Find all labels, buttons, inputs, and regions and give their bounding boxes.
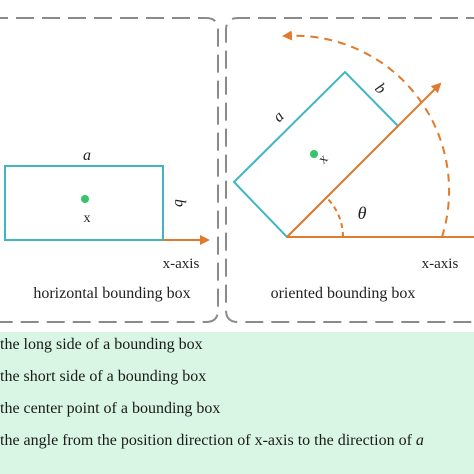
oriented-short-side-label: b — [371, 80, 389, 98]
horizontal-box — [4, 165, 164, 241]
bounding-box-diagram: x a b x-axis horizontal bounding box x a… — [0, 17, 474, 323]
legend-panel: the long side of a bounding box the shor… — [0, 332, 474, 474]
oriented-direction-arrow — [286, 82, 442, 238]
theta-label: θ — [358, 203, 367, 223]
oriented-center-label: x — [316, 152, 332, 168]
legend-item-long-side: the long side of a bounding box — [0, 336, 203, 353]
oriented-long-side-label: a — [270, 108, 288, 126]
oriented-x-axis-label: x-axis — [422, 256, 459, 272]
legend-item-center-point: the center point of a bounding box — [0, 400, 221, 417]
oriented-center-point — [310, 150, 318, 158]
horizontal-x-axis-label: x-axis — [163, 256, 200, 272]
horizontal-short-side-label: b — [171, 199, 188, 207]
legend-item-angle-symbol: a — [415, 432, 424, 449]
legend-item-short-side: the short side of a bounding box — [0, 368, 207, 385]
legend-item-angle-text: the angle from the position direction of… — [0, 432, 416, 449]
horizontal-caption: horizontal bounding box — [33, 285, 190, 302]
horizontal-center-label: x — [84, 211, 91, 226]
rotation-arc-arrow — [282, 30, 451, 238]
right-panel-border — [225, 17, 474, 323]
legend-item-angle: the angle from the position direction of… — [0, 432, 424, 450]
theta-angle-arc — [325, 196, 344, 238]
oriented-caption: oriented bounding box — [271, 285, 416, 302]
horizontal-long-side-label: a — [83, 147, 91, 164]
horizontal-center-point — [81, 195, 89, 203]
left-panel-border — [0, 17, 219, 323]
